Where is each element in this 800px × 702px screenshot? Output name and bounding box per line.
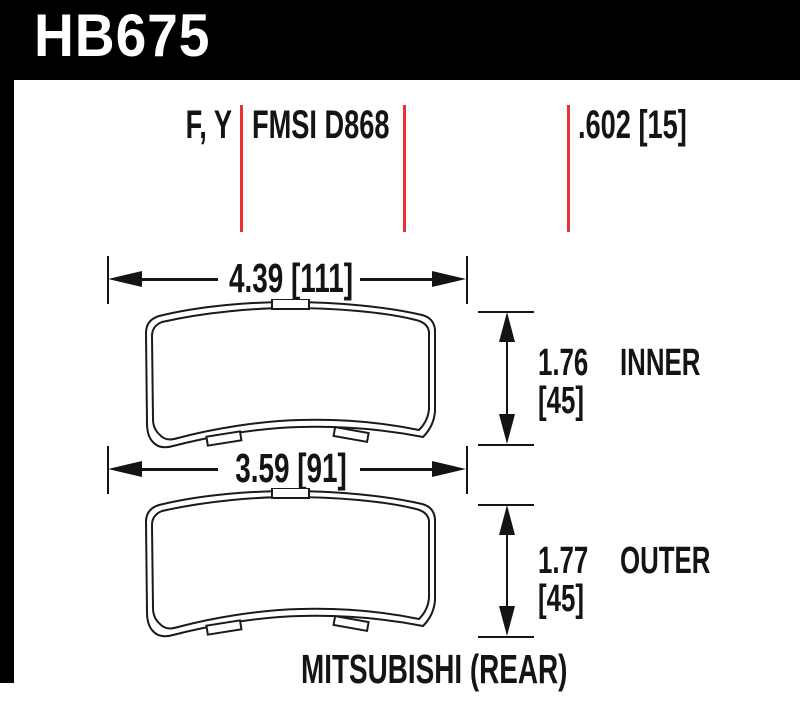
arrow-right-icon bbox=[432, 461, 466, 477]
dimension-line bbox=[138, 278, 218, 281]
outer-pad-height-in: 1.77 bbox=[538, 540, 589, 582]
inner-pad-height-in: 1.76 bbox=[538, 342, 589, 384]
dimension-tick bbox=[466, 256, 468, 304]
outer-pad-position-label: OUTER bbox=[620, 540, 711, 582]
arrow-down-icon bbox=[499, 606, 515, 636]
outer-pad-width-value: 3.59 [91] bbox=[235, 445, 347, 491]
inner-pad-height-mm: [45] bbox=[538, 380, 584, 422]
thickness-label: .602 [15] bbox=[578, 103, 687, 147]
arrow-right-icon bbox=[432, 271, 466, 287]
compound-codes-label: F, Y bbox=[185, 103, 232, 147]
dimension-tick bbox=[478, 444, 534, 446]
dimension-tick bbox=[466, 446, 468, 494]
dimension-line bbox=[506, 318, 508, 440]
inner-pad-position-label: INNER bbox=[620, 342, 701, 384]
outer-pad-height-mm: [45] bbox=[538, 578, 584, 620]
arrow-left-icon bbox=[108, 461, 142, 477]
red-divider-line-3 bbox=[567, 105, 570, 232]
brake-pad-inner-drawing bbox=[144, 299, 436, 449]
fmsi-label: FMSI D868 bbox=[252, 103, 390, 147]
inner-pad-width-value: 4.39 [111] bbox=[228, 255, 354, 301]
dimension-tick bbox=[478, 636, 534, 638]
dimension-line bbox=[360, 278, 440, 281]
arrow-down-icon bbox=[499, 414, 515, 444]
vehicle-application-label: MITSUBISHI (REAR) bbox=[301, 646, 568, 692]
red-divider-line-1 bbox=[240, 105, 243, 232]
dimension-line bbox=[506, 511, 508, 632]
arrow-left-icon bbox=[108, 271, 142, 287]
part-number: HB675 bbox=[34, 2, 211, 69]
left-border-bar bbox=[0, 80, 14, 683]
dimension-line bbox=[360, 468, 440, 471]
brake-pad-outer-drawing bbox=[144, 488, 436, 638]
red-divider-line-2 bbox=[403, 105, 406, 232]
dimension-line bbox=[138, 468, 218, 471]
part-number-banner: HB675 bbox=[0, 0, 800, 80]
